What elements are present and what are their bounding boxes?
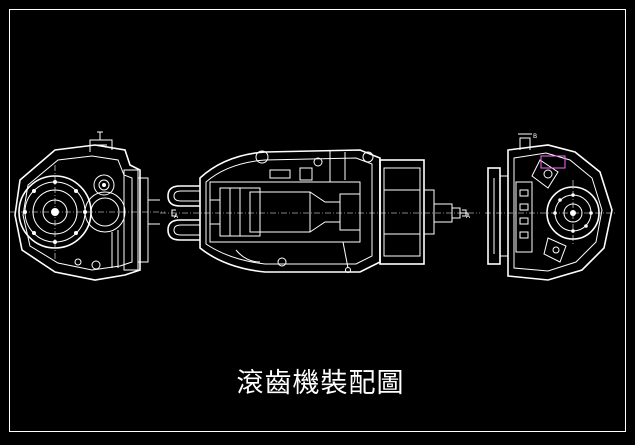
section-label-left: A — [174, 213, 179, 220]
center-assembly-view: A A — [160, 149, 480, 273]
detail-label: B — [533, 133, 537, 140]
section-label-right: A — [466, 213, 471, 220]
drawing-frame — [9, 9, 626, 432]
drawing-title: 滾齒機裝配圖 — [236, 368, 405, 399]
right-end-view: B — [485, 133, 615, 281]
left-end-view — [10, 131, 165, 281]
